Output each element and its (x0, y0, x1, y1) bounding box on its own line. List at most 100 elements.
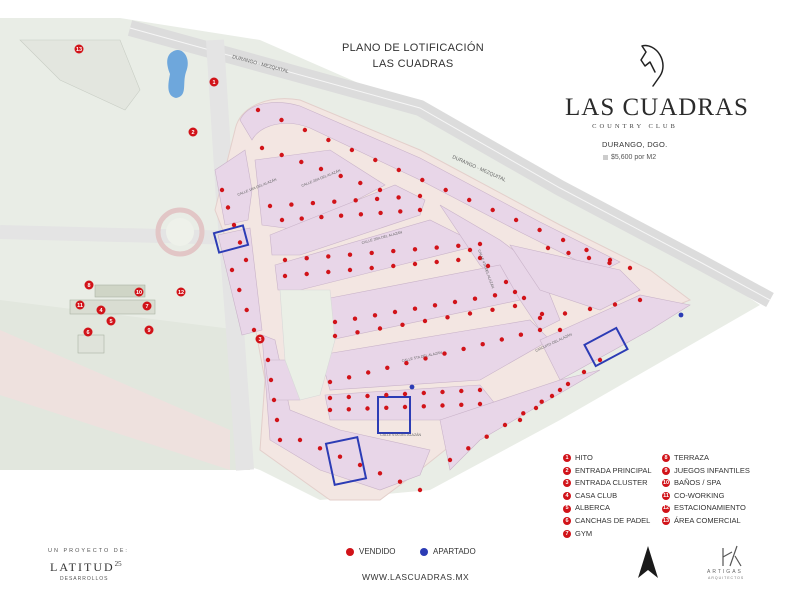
sold-marker (566, 250, 571, 256)
highway-top-line (129, 27, 771, 301)
legend-number: 5 (563, 504, 571, 513)
amenity-marker-1: 1 (209, 77, 219, 87)
legend-label: TERRAZA (674, 453, 710, 462)
amenity-marker-7: 7 (142, 301, 152, 311)
city-label: DURANGO, DGO. (602, 140, 668, 149)
sold-marker (537, 315, 543, 321)
sold-marker (398, 209, 403, 214)
sold-marker (404, 360, 409, 366)
sold-marker (545, 245, 551, 251)
sold-marker (332, 199, 337, 204)
legend-label: CASA CLUB (575, 490, 618, 500)
sold-marker (279, 217, 285, 223)
sold-marker (279, 117, 284, 123)
developer-name: LATITUD (50, 560, 115, 574)
reserved-marker (409, 384, 415, 390)
sold-marker (477, 255, 483, 261)
street-label: CALLE 6TA DEL ALAZÁN (380, 433, 422, 437)
sold-marker (337, 454, 343, 459)
price-square-icon (603, 154, 608, 160)
sold-marker (353, 198, 358, 203)
sold-marker (377, 326, 383, 331)
sold-marker (586, 255, 592, 261)
sold-marker (326, 137, 331, 143)
sold-marker (432, 303, 438, 308)
sold-marker (423, 356, 428, 361)
svg-text:12: 12 (178, 290, 184, 296)
sold-marker (369, 250, 374, 256)
sold-marker (503, 279, 509, 285)
sold-marker (397, 479, 403, 484)
sold-marker (421, 404, 426, 409)
legend-number: 9 (662, 466, 670, 475)
sold-marker (271, 397, 277, 403)
sold-marker (299, 159, 304, 165)
legend-number: 2 (563, 466, 571, 475)
horse-head-icon (640, 44, 664, 87)
sold-marker (490, 207, 495, 213)
architect-sub: ARQUITECTOS (708, 576, 745, 580)
reserved-dot-icon (420, 547, 428, 556)
legend-label: ALBERCA (575, 503, 611, 513)
sold-marker (537, 227, 542, 233)
sold-marker (304, 271, 309, 277)
svg-text:6: 6 (86, 330, 89, 336)
sold-marker (366, 370, 371, 375)
amenity-marker-6: 6 (83, 327, 93, 337)
sold-marker (587, 306, 593, 312)
svg-text:2: 2 (191, 130, 194, 136)
sold-marker (392, 309, 398, 315)
legend-sold: VENDIDO (346, 547, 395, 556)
sold-marker (477, 241, 483, 247)
amenity-marker-8: 8 (84, 280, 94, 290)
legend-number: 4 (563, 492, 571, 501)
sold-marker (420, 177, 425, 183)
developer-sup: 25 (114, 560, 122, 568)
sold-marker (422, 318, 428, 324)
developer-logo: LATITUD25 (50, 560, 122, 575)
legend-number: 12 (662, 504, 670, 513)
plan-title-line1: PLANO DE LOTIFICACIÓN (342, 42, 484, 54)
legend-number: 1 (563, 454, 571, 463)
website-link[interactable]: WWW.LASCUADRAS.MX (362, 572, 470, 582)
sold-marker (391, 248, 396, 254)
sold-marker (539, 399, 544, 404)
sold-marker (346, 394, 351, 400)
sold-marker (255, 107, 261, 113)
sold-marker (467, 247, 473, 253)
architect-name: ARTIGAS (707, 569, 743, 575)
sold-marker (581, 369, 587, 375)
sold-marker (443, 187, 448, 193)
sold-marker (490, 307, 495, 312)
sold-marker (297, 437, 303, 443)
legend-number: 3 (563, 479, 571, 488)
sold-marker (421, 390, 426, 396)
svg-text:3: 3 (258, 337, 261, 343)
svg-text:4: 4 (99, 308, 103, 314)
price-value: $5,600 por M2 (611, 154, 657, 161)
amenity-marker-12: 12 (176, 287, 186, 297)
amenity-marker-3: 3 (255, 334, 265, 344)
amenity-marker-5: 5 (106, 316, 116, 326)
sold-marker (396, 195, 401, 200)
sold-marker (417, 487, 423, 493)
sold-dot-icon (346, 547, 354, 556)
commercial-area (19, 39, 141, 111)
logo-space (565, 40, 705, 90)
sold-marker (377, 471, 383, 476)
legend-label: ENTRADA CLUSTER (575, 478, 648, 488)
sold-marker (231, 222, 237, 228)
sold-marker (338, 213, 344, 218)
legend-label: BAÑOS / SPA (674, 478, 721, 488)
sold-marker (597, 357, 603, 363)
sold-marker (365, 406, 370, 411)
sold-marker (485, 263, 491, 269)
sold-marker (466, 446, 471, 451)
lot-block (509, 244, 641, 311)
